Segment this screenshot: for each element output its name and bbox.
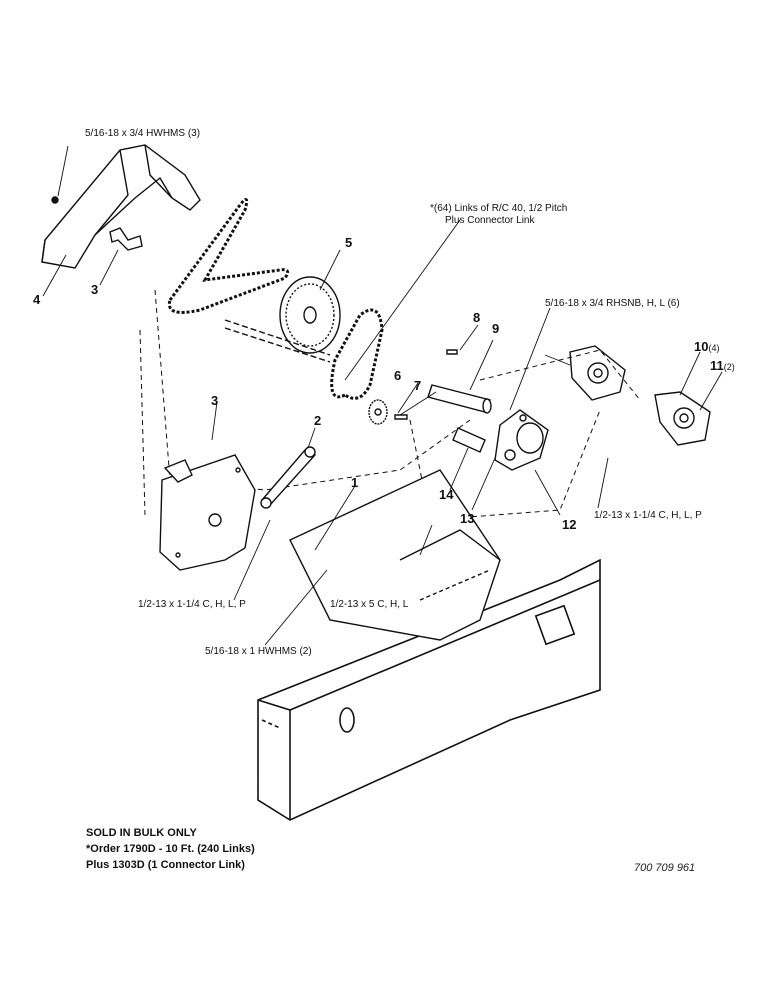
large-sprocket [280, 277, 340, 353]
bearing-bolt-label: 1/2-13 x 1-1/4 C, H, L, P [594, 510, 702, 521]
callout-4: 4 [33, 292, 41, 307]
callout-10: 10(4) [694, 340, 719, 355]
lower-bracket [165, 460, 192, 482]
spacer-tube [428, 385, 491, 413]
bearing-flange-lower [655, 392, 710, 445]
long-roller-chain [169, 200, 287, 313]
callout-11: 11(2) [710, 359, 735, 374]
idler-arm [495, 410, 548, 470]
key-small [447, 350, 457, 354]
callout-10-number: 10 [694, 339, 709, 354]
bearing-flange-upper [570, 346, 625, 400]
short-roller-chain [332, 310, 382, 398]
spacer [453, 428, 485, 452]
callout-6: 6 [394, 368, 402, 383]
callout-11-qty: (2) [723, 362, 735, 372]
callout-9: 9 [492, 321, 500, 336]
callout-14: 14 [439, 487, 454, 502]
small-sprocket [369, 400, 387, 424]
idler-bolts-label: 5/16-18 x 3/4 RHSNB, H, L (6) [545, 298, 680, 309]
callout-10-qty: (4) [708, 343, 720, 353]
main-frame [258, 560, 600, 820]
part-number: 700 709 961 [634, 862, 696, 874]
callout-2: 2 [314, 413, 322, 428]
upper-bracket [110, 228, 142, 250]
callout-3-lower: 3 [211, 393, 219, 408]
callout-12: 12 [562, 517, 577, 532]
callout-13: 13 [460, 511, 475, 526]
callout-5: 5 [345, 235, 353, 250]
note-connector: Plus 1303D (1 Connector Link) [86, 859, 245, 871]
leader-lines [43, 146, 722, 645]
callout-8: 8 [473, 310, 481, 325]
drive-shaft [225, 320, 330, 362]
idler-link [261, 447, 315, 508]
chain-label-line1: *(64) Links of R/C 40, 1/2 Pitch [430, 203, 568, 214]
chain-label-line2: Plus Connector Link [445, 215, 535, 226]
mounting-plate [160, 455, 255, 570]
shield-bolts-label: 5/16-18 x 3/4 HWHMS (3) [85, 128, 201, 139]
note-bulk: SOLD IN BULK ONLY [86, 827, 197, 839]
long-bolt-label: 1/2-13 x 5 C, H, L [330, 599, 409, 610]
callout-3-upper: 3 [91, 282, 99, 297]
note-order: *Order 1790D - 10 Ft. (240 Links) [86, 843, 255, 855]
upper-frame [290, 470, 500, 640]
callout-1: 1 [351, 475, 359, 490]
assembly-guides [140, 290, 640, 520]
key [395, 415, 407, 419]
callout-11-number: 11 [710, 358, 724, 373]
bracket-bolts-label: 5/16-18 x 1 HWHMS (2) [205, 646, 312, 657]
shield-bolt [52, 197, 58, 203]
chain-shield [42, 145, 200, 268]
arm-bolt-label: 1/2-13 x 1-1/4 C, H, L, P [138, 599, 246, 610]
callout-7: 7 [414, 378, 422, 393]
